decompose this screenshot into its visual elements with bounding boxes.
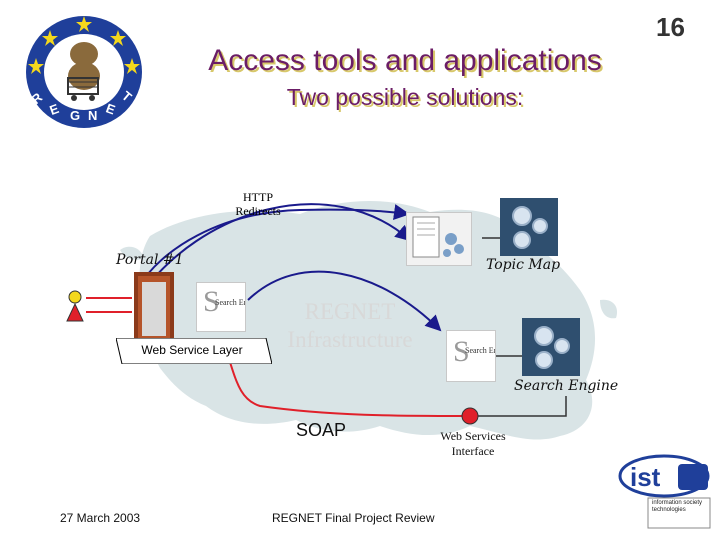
search-engine-icon: S Search Engine <box>196 282 262 332</box>
regnet-logo <box>26 16 142 128</box>
regnet-logo-lettering: R E G N E T <box>24 84 144 124</box>
svg-text:Search Engine: Search Engine <box>465 346 495 355</box>
portal-to-topicmap-arrow <box>139 203 412 297</box>
svg-text:Search Engine: Search Engine <box>215 298 245 307</box>
topic-map-label: Topic Map <box>486 257 561 273</box>
search-engine-gears-icon <box>522 318 580 376</box>
web-services-interface-node <box>461 407 479 425</box>
http-redirect-arrow <box>137 204 410 289</box>
footer-title: REGNET Final Project Review <box>272 511 435 525</box>
slide-title: Access tools and applications <box>208 44 602 77</box>
soap-label: SOAP <box>296 420 347 440</box>
regnet-infrastructure-label: REGNET Infrastructure <box>287 299 413 352</box>
user-icon <box>66 290 84 322</box>
page-number: 16 <box>656 12 685 42</box>
portal-door-icon <box>134 272 174 340</box>
search-engine-icon-2: S Search Engine <box>446 330 512 382</box>
svg-text:N: N <box>88 108 97 123</box>
svg-text:S: S <box>453 335 470 368</box>
search-engine-label: Search Engine <box>514 378 619 394</box>
web-services-connector <box>478 396 567 417</box>
topic-map-gears-icon <box>500 198 558 256</box>
topic-map-document-icon <box>406 212 472 266</box>
ist-logo: ist <box>618 454 714 530</box>
ist-brand-text: ist <box>630 462 661 492</box>
web-services-interface-label: Web Services Interface <box>440 429 506 458</box>
ist-logo-text: information society technologies <box>652 500 703 513</box>
slide-subtitle: Two possible solutions: <box>286 84 524 110</box>
svg-text:S: S <box>203 285 220 318</box>
http-redirects-label: HTTP Redirects <box>235 190 281 218</box>
portal-label: Portal #1 <box>116 252 184 268</box>
web-service-layer-box <box>116 338 272 364</box>
footer-date: 27 March 2003 <box>60 511 141 525</box>
web-service-layer-label: Web Service Layer <box>141 343 243 357</box>
soap-line <box>227 355 463 417</box>
infrastructure-to-search-arrow <box>247 270 442 332</box>
svg-text:G: G <box>70 108 80 123</box>
